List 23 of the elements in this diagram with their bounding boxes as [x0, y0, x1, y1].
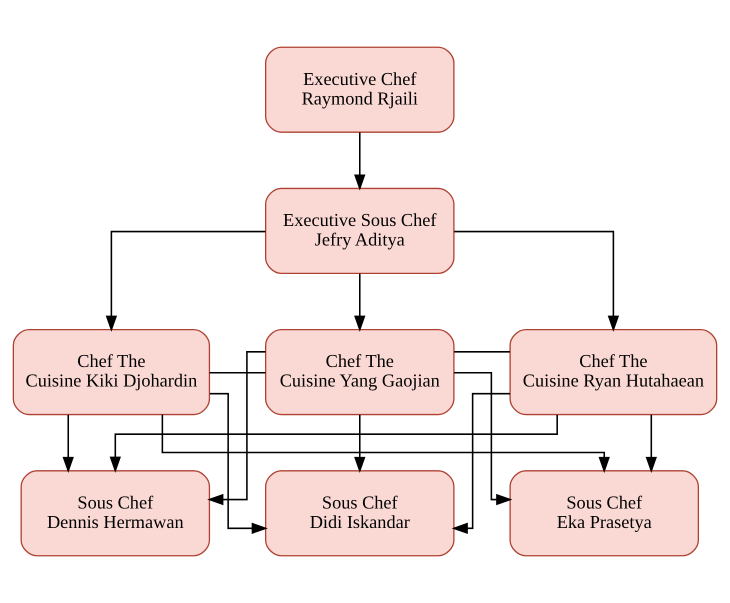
arrow: [454, 372, 512, 506]
arrow: [354, 132, 366, 191]
node-box: Chef The Cuisine Kiki Djohardin: [12, 328, 210, 416]
node-box: Chef The Cuisine Ryan Hutahaean: [509, 328, 718, 416]
arrow: [452, 392, 510, 534]
arrow: [354, 274, 366, 332]
connector: [210, 372, 266, 374]
arrow: [110, 414, 558, 473]
arrow: [207, 351, 266, 506]
arrow: [62, 414, 74, 474]
arrow: [454, 230, 620, 332]
node-box: Sous Chef Eka Prasetya: [509, 470, 700, 556]
arrow: [162, 414, 610, 474]
arrow: [106, 230, 266, 332]
node-box: Chef The Cuisine Yang Gaojian: [265, 328, 455, 416]
node-box: Sous Chef Didi Iskandar: [265, 470, 455, 556]
arrow: [354, 414, 366, 474]
arrow: [210, 392, 268, 534]
arrow: [646, 414, 657, 474]
connector: [454, 351, 510, 353]
node-box: Sous Chef Dennis Hermawan: [20, 470, 210, 556]
node-box: Executive Chef Raymond Rjaili: [265, 46, 455, 133]
node-box: Executive Sous Chef Jefry Aditya: [265, 188, 455, 274]
